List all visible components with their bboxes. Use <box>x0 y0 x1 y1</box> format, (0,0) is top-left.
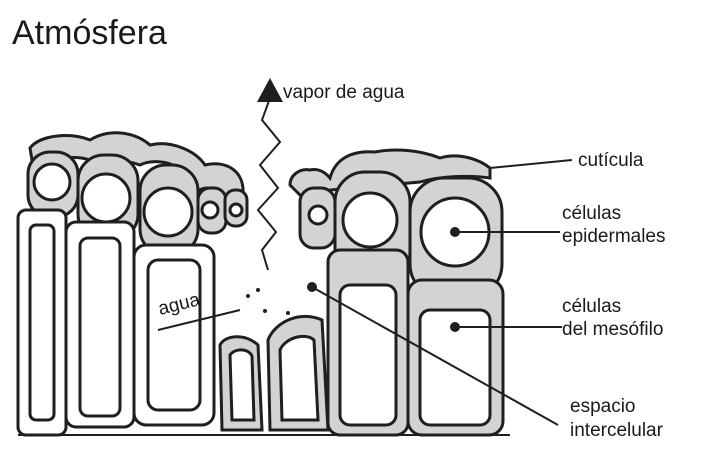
epidermal-label-line1: células <box>562 203 621 224</box>
cuticle-leader-line <box>490 160 572 168</box>
mesophyll-label-line1: células <box>562 296 621 317</box>
intercellular-label-line1: espacio <box>570 396 636 417</box>
vapor-arrow-line <box>258 98 280 270</box>
mesophyll-label-line2: del mesófilo <box>562 319 663 340</box>
epidermal-label-line2: epidermales <box>562 226 666 247</box>
mesophyll-cells-lower <box>220 316 328 430</box>
vapor-arrow-head <box>257 78 283 102</box>
intercellular-label-line2: intercelular <box>570 420 664 441</box>
title: Atmósfera <box>12 14 167 52</box>
vapor-label: vapor de agua <box>283 82 405 103</box>
cuticle-label: cutícula <box>578 150 644 171</box>
water-dots <box>246 288 290 315</box>
